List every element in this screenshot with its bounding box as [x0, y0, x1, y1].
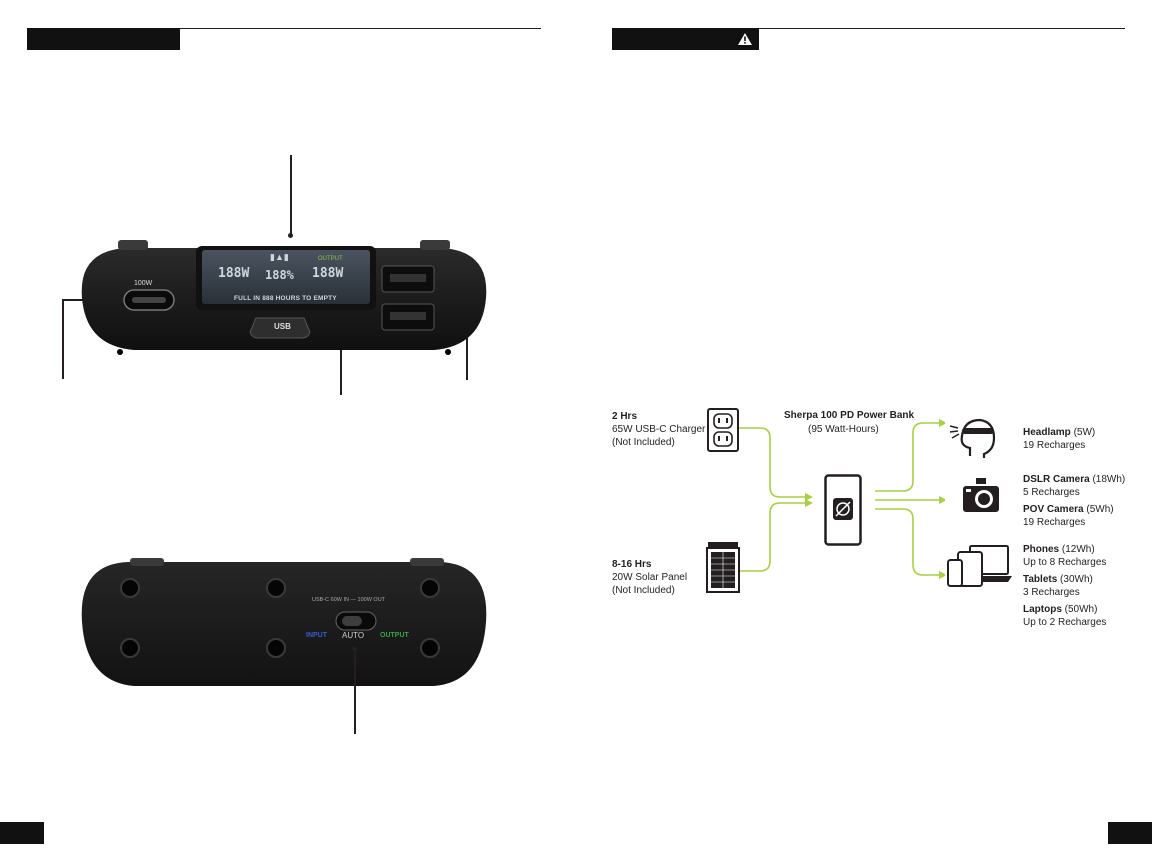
- device-pov-name: POV Camera: [1023, 504, 1084, 515]
- switch-input-label: INPUT: [306, 632, 327, 639]
- flow-lines: [735, 419, 945, 579]
- device-laptops-detail: Up to 2 Recharges: [1023, 617, 1107, 628]
- device-tablets-name: Tablets: [1023, 574, 1058, 585]
- device-phones-name: Phones: [1023, 544, 1060, 555]
- leader-dot-switch: [352, 646, 357, 651]
- lcd-right-watts: 188W: [312, 266, 344, 281]
- lcd-left-watts: 188W: [218, 266, 250, 281]
- source-2-title: 8-16 Hrs: [612, 559, 652, 570]
- device-phones: Phones (12Wh): [1023, 543, 1095, 556]
- power-bank-back-image: [81, 558, 487, 686]
- outlet-icon: [707, 408, 739, 452]
- center-title: Sherpa 100 PD Power Bank: [784, 410, 915, 421]
- switch-output-label: OUTPUT: [380, 632, 409, 639]
- device-headlamp-detail: 19 Recharges: [1023, 440, 1086, 451]
- device-tablets: Tablets (30Wh): [1023, 573, 1093, 586]
- device-pov: POV Camera (5Wh): [1023, 503, 1114, 516]
- switch-auto-label: AUTO: [342, 631, 365, 640]
- left-header-rule: [27, 28, 541, 29]
- device-laptops-spec: (50Wh): [1061, 604, 1098, 615]
- device-dslr-spec: (18Wh): [1089, 474, 1126, 485]
- source-1-line1: 65W USB-C Charger: [612, 424, 706, 435]
- device-tablets-detail: 3 Recharges: [1023, 587, 1080, 598]
- source-2-line1: 20W Solar Panel: [612, 572, 688, 583]
- left-header-tab: [27, 28, 180, 50]
- right-header-tab: [612, 28, 759, 50]
- power-bank-icon: [824, 474, 862, 546]
- device-headlamp-spec: (5W): [1070, 427, 1096, 438]
- device-pov-detail: 19 Recharges: [1023, 517, 1086, 528]
- device-pov-spec: (5Wh): [1083, 504, 1114, 515]
- right-header-rule: [612, 28, 1125, 29]
- device-laptops-name: Laptops: [1023, 604, 1062, 615]
- device-dslr: DSLR Camera (18Wh): [1023, 473, 1125, 486]
- lcd-status-line: FULL IN 888 HOURS TO EMPTY: [234, 295, 337, 302]
- source-1-line2: (Not Included): [612, 437, 675, 448]
- center-subtitle: (95 Watt-Hours): [808, 424, 879, 435]
- leader-dot-display: [288, 233, 293, 238]
- lcd-output-label: OUTPUT: [318, 256, 343, 262]
- solar-panel-icon: [706, 542, 740, 593]
- device-dslr-detail: 5 Recharges: [1023, 487, 1080, 498]
- devices-icon: [947, 545, 1012, 587]
- headlamp-icon: [949, 418, 996, 458]
- leader-usbc: [62, 299, 64, 379]
- camera-icon: [963, 478, 999, 512]
- usb-button-label: USB: [274, 322, 291, 331]
- lcd-percent: 188%: [265, 268, 294, 282]
- source-1-title: 2 Hrs: [612, 411, 638, 422]
- switch-top-label: USB-C 60W IN — 100W OUT: [312, 597, 386, 603]
- usbc-port-label: 100W: [134, 280, 153, 287]
- device-laptops: Laptops (50Wh): [1023, 603, 1097, 616]
- right-page-number-box: [1108, 822, 1152, 844]
- warning-icon: [738, 33, 752, 45]
- power-bank-front-image: [81, 240, 487, 355]
- device-headlamp: Headlamp (5W): [1023, 426, 1095, 439]
- device-dslr-name: DSLR Camera: [1023, 474, 1090, 485]
- left-page-number-box: [0, 822, 44, 844]
- lcd-battery-icon: ▮▲▮: [270, 252, 289, 262]
- leader-display: [290, 155, 292, 235]
- leader-usb-a: [466, 302, 468, 380]
- device-phones-spec: (12Wh): [1059, 544, 1095, 555]
- device-headlamp-name: Headlamp: [1023, 427, 1071, 438]
- device-tablets-spec: (30Wh): [1057, 574, 1093, 585]
- source-2-line2: (Not Included): [612, 585, 675, 596]
- leader-switch: [354, 648, 356, 734]
- device-phones-detail: Up to 8 Recharges: [1023, 557, 1107, 568]
